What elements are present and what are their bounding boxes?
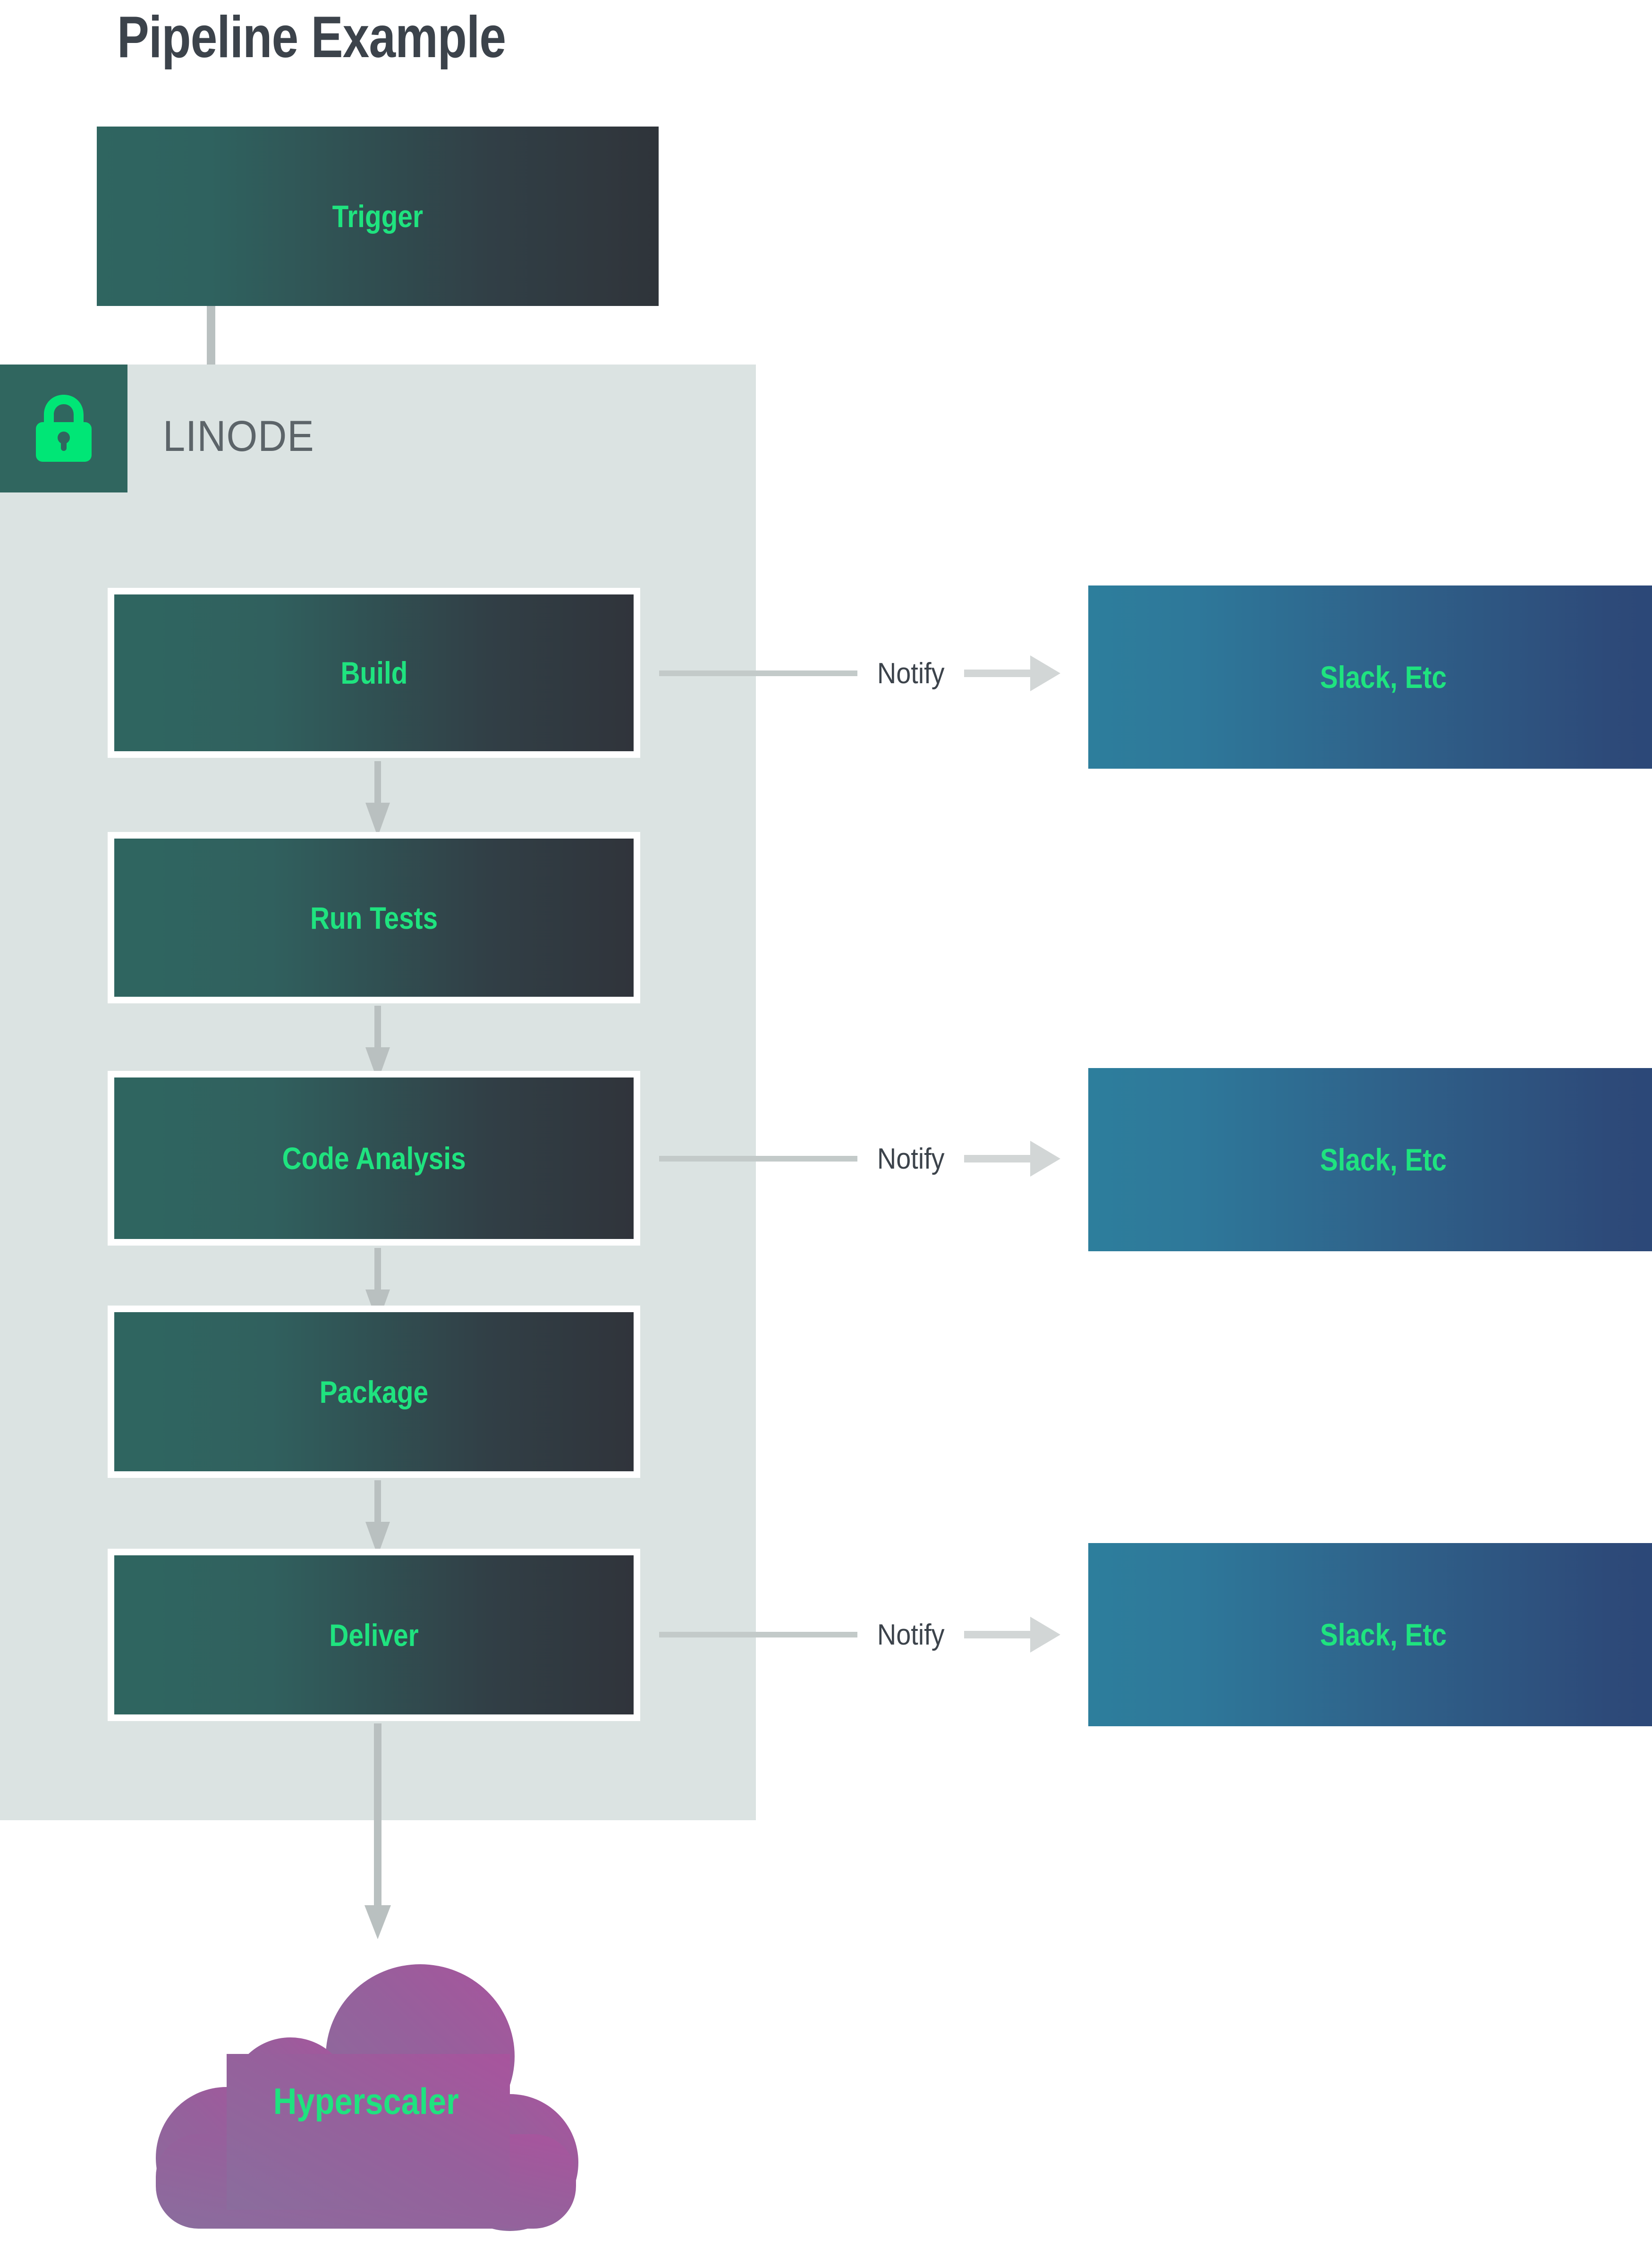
notify-label: Notify xyxy=(877,1142,945,1175)
node-slack-1-fill xyxy=(1088,585,1652,769)
node-trigger-label: Trigger xyxy=(332,199,424,234)
page-title: Pipeline Example xyxy=(117,5,506,70)
node-slack-3[interactable]: Slack, Etc xyxy=(1088,1543,1652,1726)
notify-label: Notify xyxy=(877,657,945,690)
node-code-analysis-fill xyxy=(114,1077,634,1239)
node-trigger-fill xyxy=(97,127,659,306)
node-trigger[interactable]: Trigger xyxy=(97,127,659,306)
node-slack-2[interactable]: Slack, Etc xyxy=(1088,1068,1652,1251)
node-build-fill xyxy=(114,594,634,751)
notify-connector-build: Notify xyxy=(659,655,1061,691)
notify-line xyxy=(659,1632,857,1637)
lock-badge xyxy=(0,365,127,492)
linode-label: LINODE xyxy=(163,412,314,460)
notify-label: Notify xyxy=(877,1618,945,1651)
node-run-tests-fill xyxy=(114,839,634,997)
node-run-tests-label: Run Tests xyxy=(310,900,438,935)
node-slack-2-fill xyxy=(1088,1068,1652,1251)
node-slack-1-label: Slack, Etc xyxy=(1320,660,1447,695)
node-build[interactable]: Build xyxy=(108,588,640,758)
notify-connector-deliver: Notify xyxy=(659,1617,1061,1653)
lock-icon xyxy=(36,395,92,462)
node-slack-1[interactable]: Slack, Etc xyxy=(1088,585,1652,769)
node-slack-2-label: Slack, Etc xyxy=(1320,1142,1447,1177)
node-deliver-fill xyxy=(114,1555,634,1714)
node-package-label: Package xyxy=(319,1374,429,1409)
notify-arrow-icon xyxy=(964,1141,1061,1177)
notify-arrow-icon xyxy=(964,655,1061,691)
cloud-shape[interactable] xyxy=(137,1936,595,2238)
notify-connector-code-analysis: Notify xyxy=(659,1141,1061,1177)
node-package[interactable]: Package xyxy=(108,1306,640,1478)
node-code-analysis[interactable]: Code Analysis xyxy=(108,1071,640,1246)
node-deliver[interactable]: Deliver xyxy=(108,1549,640,1721)
node-code-analysis-label: Code Analysis xyxy=(282,1141,466,1176)
node-build-label: Build xyxy=(340,655,407,690)
notify-line xyxy=(659,670,857,676)
node-slack-3-fill xyxy=(1088,1543,1652,1726)
notify-arrow-icon xyxy=(964,1617,1061,1653)
node-run-tests[interactable]: Run Tests xyxy=(108,832,640,1003)
node-slack-3-label: Slack, Etc xyxy=(1320,1617,1447,1652)
notify-line xyxy=(659,1156,857,1162)
node-package-fill xyxy=(114,1312,634,1471)
node-deliver-label: Deliver xyxy=(329,1617,419,1653)
